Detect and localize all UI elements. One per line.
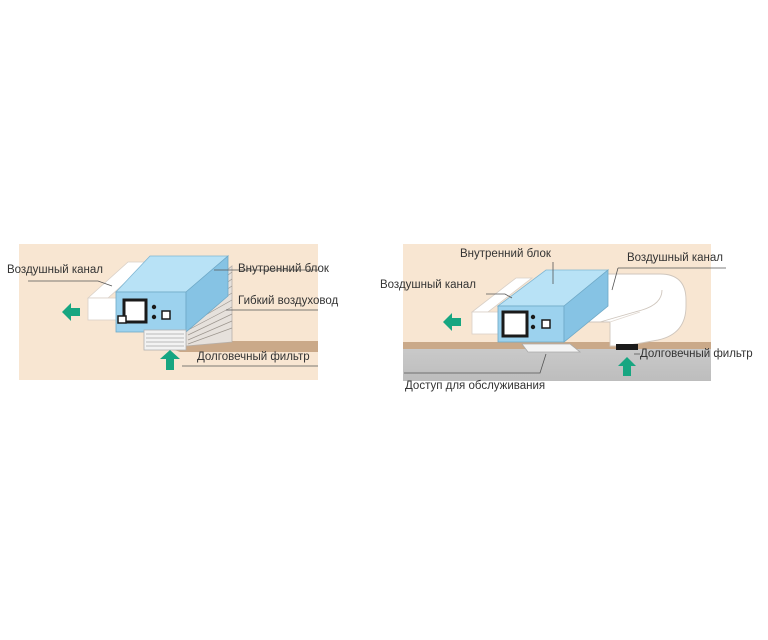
left-inlet-arrow	[160, 350, 180, 370]
right-label-durable-filter: Долговечный фильтр	[640, 348, 753, 360]
right-label-air-duct-right: Воздушный канал	[627, 252, 724, 264]
left-label-air-duct: Воздушный канал	[7, 264, 104, 276]
left-label-indoor-unit: Внутренний блок	[238, 263, 329, 275]
right-left-air-duct	[470, 277, 534, 335]
right-inlet-arrow	[618, 357, 636, 376]
left-label-durable-filter: Долговечный фильтр	[197, 351, 310, 363]
right-indoor-unit	[496, 269, 610, 343]
left-return-grille	[143, 329, 187, 351]
left-label-flexible-duct: Гибкий воздуховод	[238, 295, 339, 307]
right-outlet-arrow	[443, 313, 461, 331]
right-label-indoor-unit: Внутренний блок	[460, 248, 551, 260]
right-filter-block	[616, 344, 638, 350]
right-diagram	[403, 244, 726, 381]
right-label-air-duct-left: Воздушный канал	[380, 279, 477, 291]
left-diagram	[19, 244, 318, 380]
right-floor-area	[403, 349, 711, 381]
left-leader-lines	[28, 269, 318, 367]
right-leader-lines	[404, 262, 726, 374]
left-outlet-arrow	[62, 303, 80, 321]
left-indoor-unit	[115, 255, 230, 333]
right-label-service-access: Доступ для обслуживания	[405, 380, 546, 392]
right-service-access-panel	[521, 343, 582, 353]
